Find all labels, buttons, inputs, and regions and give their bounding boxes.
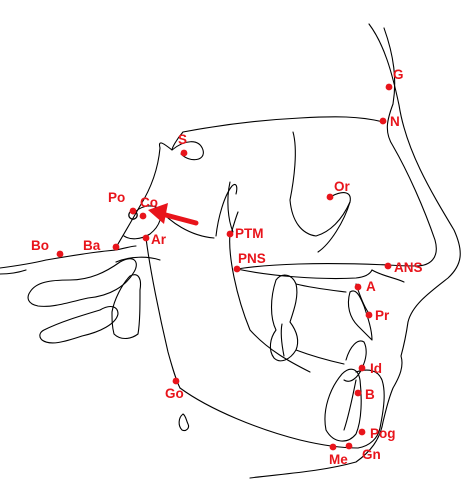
landmark-label-S: S (178, 132, 187, 147)
landmark-label-ANS: ANS (394, 260, 423, 275)
landmark-label-B: B (365, 387, 375, 402)
landmark-label-Pog: Pog (370, 426, 396, 441)
landmark-label-Co: Co (140, 195, 158, 210)
landmark-label-Po: Po (108, 190, 125, 205)
landmark-point-ANS (384, 262, 392, 270)
landmark-point-PNS (233, 265, 241, 273)
landmark-label-Ba: Ba (83, 238, 101, 253)
landmark-point-Pr (365, 311, 373, 319)
landmark-point-B (354, 389, 362, 397)
landmark-point-Ba (112, 243, 120, 251)
landmark-label-Me: Me (329, 452, 348, 467)
landmark-label-N: N (390, 114, 400, 129)
landmark-point-Ar (142, 234, 150, 242)
landmark-point-Gn (345, 442, 353, 450)
landmark-label-Bo: Bo (31, 238, 49, 253)
landmark-point-A (354, 283, 362, 291)
landmark-label-PNS: PNS (238, 251, 266, 266)
landmark-point-S (180, 149, 188, 157)
landmark-label-Ar: Ar (151, 232, 167, 247)
landmark-label-Gn: Gn (362, 447, 381, 462)
landmark-points (56, 83, 393, 451)
landmark-point-Co (139, 212, 147, 220)
landmark-point-G (385, 83, 393, 91)
landmark-labels: G N S Or Po Co Ar Ba Bo PTM PNS ANS A Pr… (31, 67, 423, 467)
skull-outline (0, 23, 461, 479)
landmark-label-Id: Id (370, 361, 382, 376)
landmark-point-Go (172, 377, 180, 385)
landmark-label-G: G (393, 67, 404, 82)
landmark-point-Bo (56, 250, 64, 258)
landmark-point-Or (326, 193, 334, 201)
landmark-label-PTM: PTM (235, 226, 264, 241)
landmark-point-PTM (226, 230, 234, 238)
landmark-label-Pr: Pr (375, 308, 390, 323)
landmark-label-Go: Go (165, 386, 184, 401)
landmark-label-Or: Or (334, 179, 351, 194)
landmark-point-Pog (358, 428, 366, 436)
arrow-pointer (148, 203, 199, 226)
landmark-point-Po (129, 207, 137, 215)
landmark-point-Id (358, 364, 366, 372)
landmark-label-A: A (366, 279, 376, 294)
landmark-point-N (379, 117, 387, 125)
landmark-point-Me (329, 443, 337, 451)
